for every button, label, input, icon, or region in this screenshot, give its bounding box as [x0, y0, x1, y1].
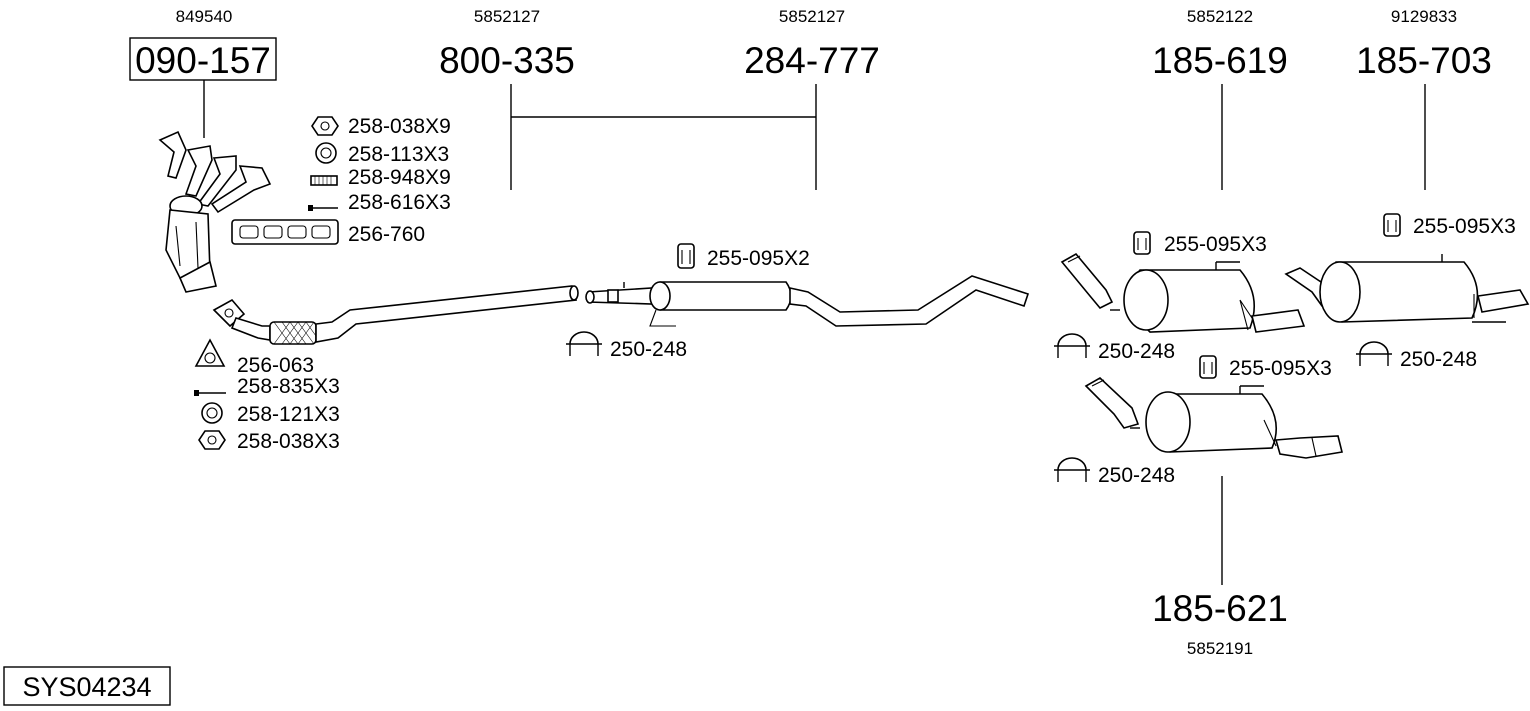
- rear1-hanger-icon: [1133, 231, 1151, 255]
- manifold-ring-icon: [315, 142, 337, 164]
- acc-manifold-nut[interactable]: 258-038X9: [348, 115, 451, 138]
- front-bolt-icon: [194, 390, 226, 396]
- part-number-box: [129, 37, 277, 81]
- manifold-catalyst-drawing[interactable]: [158, 130, 272, 293]
- rear-silencer-185-621-drawing[interactable]: [1084, 377, 1343, 459]
- mid-hanger-icon: [677, 243, 695, 269]
- front-nut-icon: [198, 430, 226, 450]
- rear3-hanger-icon: [1199, 355, 1217, 379]
- oe-number-p4: 5852122: [1187, 7, 1253, 26]
- oe-number-p3: 5852127: [779, 7, 845, 26]
- part-number-p1[interactable]: 090-157: [135, 40, 271, 81]
- system-code: SYS04234: [22, 672, 151, 702]
- manifold-gasket-icon: [231, 219, 339, 245]
- acc-front-gasket[interactable]: 256-063: [237, 354, 314, 377]
- acc-manifold-bolt[interactable]: 258-616X3: [348, 191, 451, 214]
- acc-manifold-gasket[interactable]: 256-760: [348, 223, 425, 246]
- part-number-p4[interactable]: 185-619: [1152, 40, 1288, 81]
- oe-number-p2: 5852127: [474, 7, 540, 26]
- oe-number-p5: 9129833: [1391, 7, 1457, 26]
- rear-silencer-185-619-drawing[interactable]: [1060, 252, 1306, 333]
- front-pipe-drawing[interactable]: [212, 285, 579, 345]
- part-number-p5[interactable]: 185-703: [1356, 40, 1492, 81]
- acc-rear2-clamp[interactable]: 250-248: [1400, 348, 1477, 371]
- manifold-nut-icon: [311, 116, 339, 136]
- manifold-spring-icon: [310, 175, 338, 186]
- leader-lines: [203, 80, 1426, 585]
- rear2-hanger-icon: [1383, 213, 1401, 237]
- oe-number-p6: 5852191: [1187, 639, 1253, 658]
- middle-silencer-drawing[interactable]: [585, 275, 1030, 327]
- system-code-box: [3, 666, 171, 706]
- acc-mid-clamp[interactable]: 250-248: [610, 338, 687, 361]
- acc-manifold-spring[interactable]: 258-948X9: [348, 166, 451, 189]
- part-number-p2[interactable]: 800-335: [439, 40, 575, 81]
- rear1-clamp-icon: [1054, 333, 1090, 358]
- part-number-p3[interactable]: 284-777: [744, 40, 880, 81]
- front-ring-icon: [201, 402, 223, 424]
- acc-rear1-hanger[interactable]: 255-095X3: [1164, 233, 1267, 256]
- acc-rear1-clamp[interactable]: 250-248: [1098, 340, 1175, 363]
- acc-mid-hanger[interactable]: 255-095X2: [707, 247, 810, 270]
- acc-manifold-ring[interactable]: 258-113X3: [348, 143, 449, 166]
- front-gasket-icon: [194, 338, 226, 367]
- acc-rear2-hanger[interactable]: 255-095X3: [1413, 215, 1516, 238]
- mid-clamp-icon: [566, 331, 602, 356]
- acc-front-nut[interactable]: 258-038X3: [237, 430, 340, 453]
- part-number-p6[interactable]: 185-621: [1152, 588, 1288, 629]
- acc-rear3-clamp[interactable]: 250-248: [1098, 464, 1175, 487]
- acc-front-ring[interactable]: 258-121X3: [237, 403, 340, 426]
- acc-rear3-hanger[interactable]: 255-095X3: [1229, 357, 1332, 380]
- manifold-bolt-icon: [308, 205, 338, 211]
- oe-number-p1: 849540: [176, 7, 233, 26]
- rear3-clamp-icon: [1054, 457, 1090, 482]
- rear-silencer-185-703-drawing[interactable]: [1284, 254, 1530, 323]
- acc-front-bolt[interactable]: 258-835X3: [237, 375, 340, 398]
- rear2-clamp-icon: [1356, 341, 1392, 366]
